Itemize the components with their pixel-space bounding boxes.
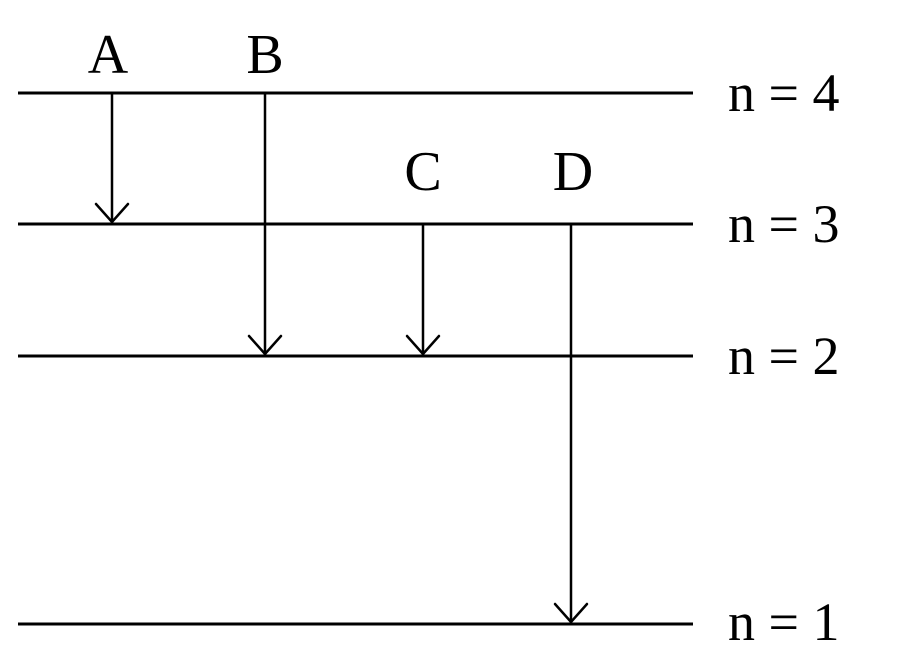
transition-c: C [404, 141, 442, 356]
transition-d-label: D [553, 141, 593, 203]
transition-a-label: A [88, 24, 129, 86]
transitions: A B C D [88, 24, 593, 624]
transition-a: A [88, 24, 130, 224]
level-label-n3: n = 3 [728, 194, 839, 254]
energy-levels: n = 4 n = 3 n = 2 n = 1 [18, 63, 839, 652]
level-label-n1: n = 1 [728, 592, 839, 652]
transition-b-arrowhead [247, 334, 283, 356]
transition-b: B [246, 24, 284, 356]
transition-a-arrowhead [94, 202, 130, 224]
transition-d: D [553, 141, 593, 624]
level-label-n2: n = 2 [728, 326, 839, 386]
transition-d-arrowhead [553, 602, 589, 624]
transition-b-label: B [246, 24, 283, 86]
transition-c-arrowhead [405, 334, 441, 356]
transition-c-label: C [404, 141, 441, 203]
level-label-n4: n = 4 [728, 63, 839, 123]
